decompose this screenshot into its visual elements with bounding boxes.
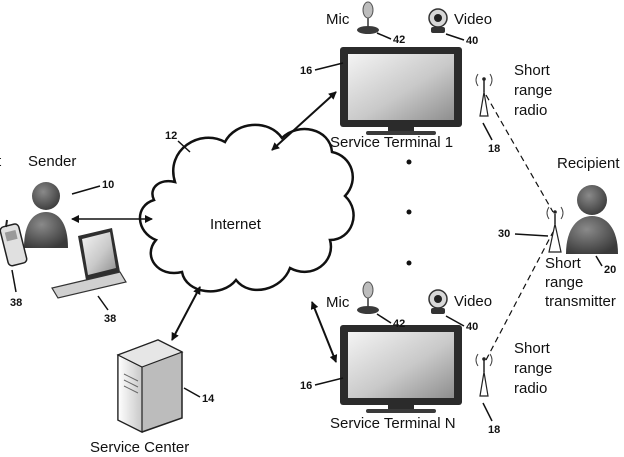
radio-n-ref: 18 (488, 424, 500, 436)
svg-text:range: range (514, 360, 552, 377)
radio-antenna-icon (476, 74, 492, 116)
sender-ref: 10 (102, 179, 114, 191)
svg-text:radio: radio (514, 102, 547, 119)
radio-1-ref: 18 (488, 143, 500, 155)
phone-ref: 38 (10, 297, 22, 309)
monitor-icon (340, 47, 462, 135)
transmitter-antenna-icon (547, 207, 563, 252)
svg-text:radio: radio (514, 380, 547, 397)
service-center: 14 Service Center (90, 340, 215, 456)
video-1-label: Video (454, 11, 492, 28)
recipient-person-icon (566, 185, 618, 254)
service-terminal-1-label: Service Terminal 1 (330, 134, 453, 151)
service-terminal-1: Service Terminal 1 16 Mic 42 Video 40 Sh… (300, 2, 552, 155)
svg-text:Short: Short (514, 62, 551, 79)
recipient-label: Recipient (557, 155, 620, 172)
radio-antenna-icon (476, 354, 492, 396)
mic-1-ref: 42 (393, 34, 405, 46)
service-center-label: Service Center (90, 439, 189, 456)
sender-label: Sender (28, 153, 76, 170)
ellipsis-dots (407, 160, 412, 266)
terminal-1-ref: 16 (300, 65, 312, 77)
mic-1-label: Mic (326, 11, 350, 28)
service-terminal-n-label: Service Terminal N (330, 415, 456, 432)
recipient: Recipient 30 Short range transmitter 20 (498, 155, 620, 310)
monitor-icon (340, 325, 462, 413)
svg-text:Short: Short (514, 340, 551, 357)
service-center-ref: 14 (202, 393, 215, 405)
left-cut-letter: t (0, 153, 2, 170)
internet-label: Internet (210, 216, 262, 233)
sender-person-icon (24, 182, 68, 248)
recipient-ref: 20 (604, 264, 616, 276)
mic-n-ref: 42 (393, 318, 405, 330)
svg-text:range: range (514, 82, 552, 99)
arrow-internet-terminal-n (312, 302, 336, 362)
terminal-n-ref: 16 (300, 380, 312, 392)
sender: t Sender 10 38 38 (0, 153, 126, 325)
arrow-internet-service-center (172, 287, 200, 340)
radio-links (486, 95, 553, 360)
mic-n-label: Mic (326, 294, 350, 311)
mic-icon (357, 2, 379, 34)
video-n-ref: 40 (466, 321, 478, 333)
transmitter-ref: 30 (498, 228, 510, 240)
internet-ref: 12 (165, 130, 177, 142)
server-icon (118, 340, 182, 432)
svg-text:range: range (545, 274, 583, 291)
short-range-radio-1-label: Short range radio (514, 62, 552, 119)
video-n-label: Video (454, 293, 492, 310)
laptop-ref: 38 (104, 313, 116, 325)
webcam-icon (429, 9, 447, 33)
svg-text:transmitter: transmitter (545, 293, 616, 310)
webcam-icon (429, 290, 447, 314)
video-1-ref: 40 (466, 35, 478, 47)
internet-cloud: Internet (140, 125, 354, 291)
mobile-phone-icon (0, 220, 28, 267)
svg-text:Short: Short (545, 255, 582, 272)
short-range-radio-n-label: Short range radio (514, 340, 552, 397)
mic-icon (357, 282, 379, 314)
